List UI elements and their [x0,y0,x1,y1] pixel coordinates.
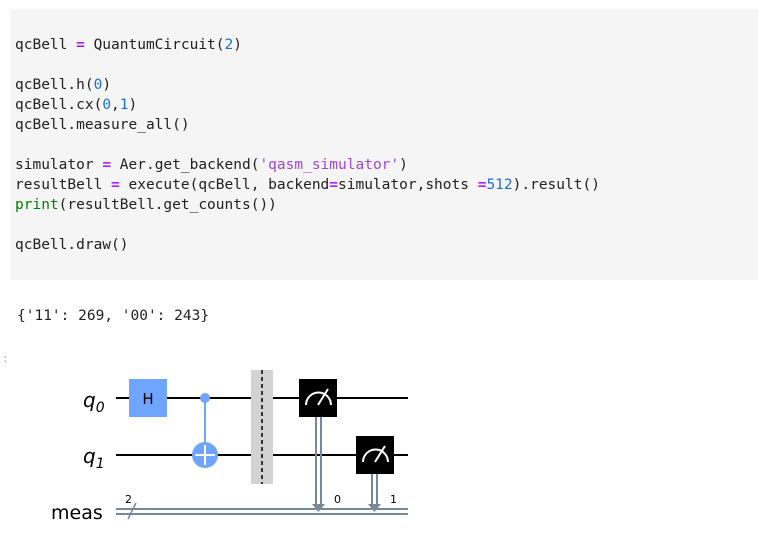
code-token: resultBell [15,177,112,193]
code-line: qcBell.cx(0,1) [15,95,600,115]
code-line: resultBell = execute(qcBell, backend=sim… [15,175,600,195]
code-token: (resultBell.get_counts()) [58,197,277,213]
qubit-0-label: q0 [83,388,105,416]
code-token: qcBell.h( [15,77,94,93]
code-token: print [15,197,59,213]
cnot-control-dot [200,393,210,403]
code-token: QuantumCircuit( [84,37,225,53]
code-token: = [477,177,487,193]
code-line: qcBell.measure_all() [15,115,600,135]
code-token: simulator [15,157,103,173]
code-token: ) [102,77,112,93]
code-token: qcBell [15,37,77,53]
code-token: 1 [119,97,129,113]
classical-wire [116,502,408,520]
code-token: = [102,157,112,173]
code-line [15,55,600,75]
code-token: , [111,97,120,113]
code-line: simulator = Aer.get_backend('qasm_simula… [15,155,600,175]
counts-output: {'11': 269, '00': 243} [17,308,210,324]
code-line [15,215,600,235]
qubit-1-label: q1 [83,444,105,472]
code-token: 0 [93,77,103,93]
code-token: = [111,177,120,193]
measure-gate-1 [356,436,394,512]
code-token: ) [233,37,242,53]
code-line: print(resultBell.get_counts()) [15,195,600,215]
measure-gate-0 [299,379,337,512]
code-token: = [329,177,339,193]
code-token: qcBell.draw() [15,237,129,253]
code-token: qcBell.cx( [15,97,103,113]
hadamard-gate [129,379,167,417]
code-token: ) [399,157,408,173]
code-token: ).result() [512,177,600,193]
classical-register-size: 2 [125,493,132,506]
code-token: simulator,shots [338,177,478,193]
measure-bit-1-label: 1 [390,493,397,506]
cnot-gate [192,393,218,468]
classical-register-label: meas [51,502,103,524]
code-line [15,135,600,155]
code-token: 'qasm_simulator' [259,157,400,173]
circuit-diagram: q0 q1 meas 2 H 0 [51,370,408,524]
code-token: ) [128,97,138,113]
code-line: qcBell.draw() [15,235,600,255]
code-line: qcBell.h(0) [15,75,600,95]
code-token: execute(qcBell, backend [119,177,330,193]
code-token: 512 [486,177,513,193]
code-token: qcBell.measure_all() [15,117,190,133]
code-token: 0 [102,97,112,113]
code-editor[interactable]: qcBell = QuantumCircuit(2) qcBell.h(0)qc… [15,35,600,255]
output-marker: : [2,352,9,365]
code-token: Aer.get_backend( [111,157,260,173]
hadamard-gate-label: H [142,390,153,408]
code-cell[interactable]: qcBell = QuantumCircuit(2) qcBell.h(0)qc… [10,9,758,280]
code-token: 2 [224,37,234,53]
code-token: = [76,37,85,53]
measure-bit-0-label: 0 [334,493,341,506]
code-line: qcBell = QuantumCircuit(2) [15,35,600,55]
barrier [251,370,273,484]
